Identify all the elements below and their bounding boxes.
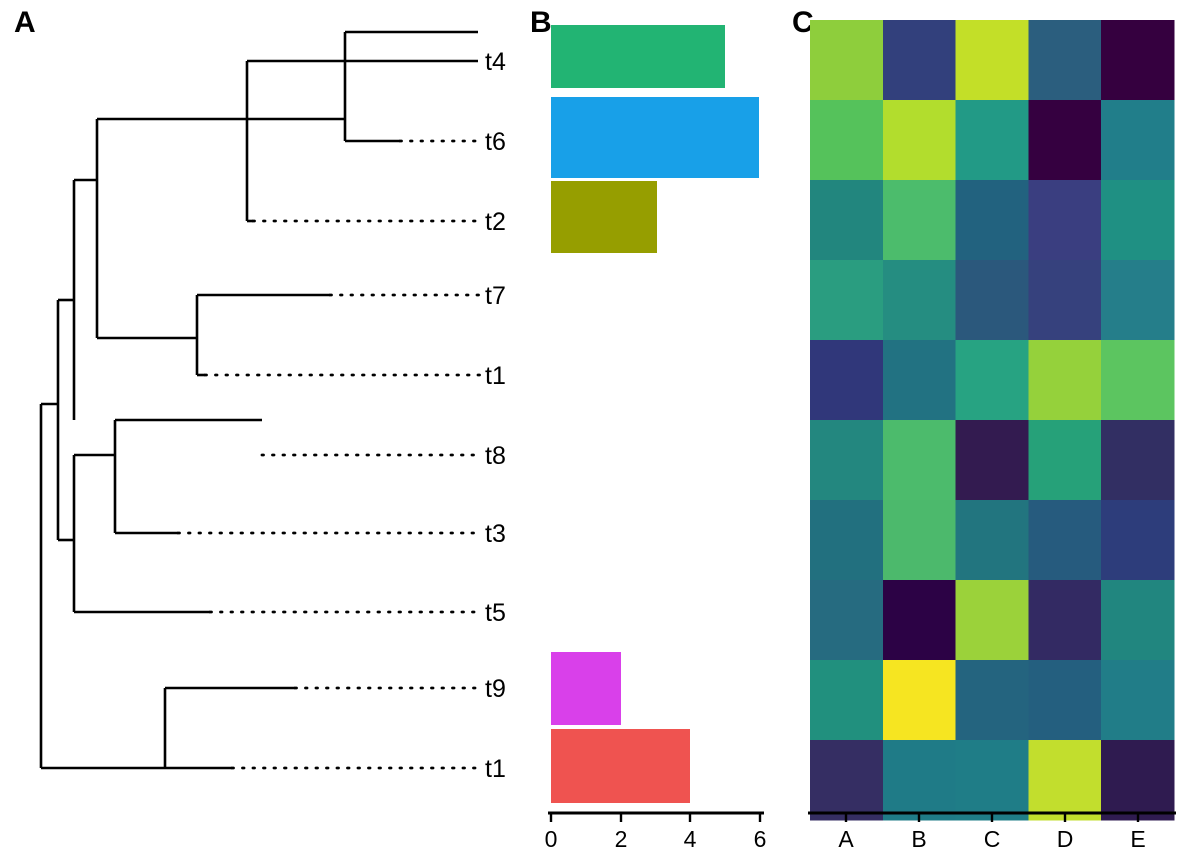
tip-label-6: t3	[485, 520, 506, 548]
heatmap-xtick-label-E: E	[1130, 826, 1145, 852]
heatmap-cell-r8-c1	[882, 660, 957, 741]
heatmap-cell-r2-c2	[955, 180, 1029, 261]
heatmap-cell-r8-c2	[955, 660, 1029, 741]
heatmap-cell-r5-c4	[1101, 420, 1175, 501]
bar-xtick-label-1: 2	[615, 826, 628, 852]
heatmap-cell-r8-c3	[1028, 660, 1102, 741]
tip-label-4: t1	[485, 362, 506, 390]
heatmap-cell-r7-c2	[955, 580, 1029, 661]
heatmap-grid	[810, 20, 1175, 821]
heatmap-cell-r7-c0	[810, 580, 884, 661]
heatmap-cell-r1-c1	[882, 100, 957, 181]
tree-tip-labels: t4 t6 t2 t7 t1 t8 t3 t5 t9 t1	[485, 48, 506, 783]
heatmap-cell-r4-c1	[882, 340, 957, 421]
heatmap-cell-r6-c4	[1101, 500, 1175, 581]
heatmap-cell-r4-c2	[955, 340, 1029, 421]
heatmap-cell-r0-c3	[1028, 20, 1102, 101]
heatmap-cell-r5-c2	[955, 420, 1029, 501]
heatmap-xtick-label-A: A	[838, 826, 854, 852]
heatmap-cell-r9-c2	[955, 740, 1029, 821]
heatmap-cell-r1-c2	[955, 100, 1029, 181]
bar-t6-1	[551, 97, 759, 178]
heatmap-cell-r1-c0	[810, 100, 884, 181]
bar-xtick-label-3: 6	[754, 826, 767, 852]
heatmap-cell-r6-c2	[955, 500, 1029, 581]
heatmap-cell-r9-c1	[882, 740, 957, 821]
heatmap-cell-r1-c3	[1028, 100, 1102, 181]
heatmap-xtick-label-B: B	[911, 826, 926, 852]
bar-series	[551, 25, 759, 803]
heatmap-cell-r3-c1	[882, 260, 957, 341]
heatmap-cell-r5-c0	[810, 420, 884, 501]
panel-c-letter: C	[792, 6, 814, 39]
heatmap-cell-r6-c1	[882, 500, 957, 581]
bar-t2-2	[551, 181, 657, 253]
bar-t1-4	[551, 729, 690, 803]
tip-label-8: t9	[485, 675, 506, 703]
tree-branches	[39, 30, 478, 770]
heatmap-cell-r3-c4	[1101, 260, 1175, 341]
heatmap-cell-r9-c3	[1028, 740, 1102, 821]
bar-xtick-label-0: 0	[545, 826, 558, 852]
tip-label-2: t2	[485, 208, 506, 236]
heatmap-cell-r6-c0	[810, 500, 884, 581]
heatmap-axis: A B C D E	[808, 811, 1176, 852]
heatmap-cell-r9-c4	[1101, 740, 1175, 821]
heatmap-cell-r7-c4	[1101, 580, 1175, 661]
heatmap-cell-r0-c0	[810, 20, 884, 101]
heatmap-cell-r5-c3	[1028, 420, 1102, 501]
bar-t4-0	[551, 25, 725, 88]
heatmap-cell-r2-c0	[810, 180, 884, 261]
tip-label-9: t1	[485, 755, 506, 783]
heatmap-cell-r2-c1	[882, 180, 957, 261]
heatmap-xtick-label-C: C	[984, 826, 1001, 852]
heatmap-cell-r2-c4	[1101, 180, 1175, 261]
tip-label-3: t7	[485, 282, 506, 310]
heatmap-cell-r0-c4	[1101, 20, 1175, 101]
tip-label-7: t5	[485, 599, 506, 627]
panel-b-letter: B	[530, 6, 552, 39]
heatmap-cell-r2-c3	[1028, 180, 1102, 261]
heatmap-cell-r0-c1	[882, 20, 957, 101]
heatmap-cell-r3-c0	[810, 260, 884, 341]
heatmap-cell-r7-c1	[882, 580, 957, 661]
heatmap-cell-r7-c3	[1028, 580, 1102, 661]
tip-label-0: t4	[485, 48, 506, 76]
heatmap-cell-r3-c3	[1028, 260, 1102, 341]
heatmap-cell-r8-c0	[810, 660, 884, 741]
bar-chart-axis: 0 2 4 6	[545, 811, 767, 852]
tip-label-1: t6	[485, 128, 506, 156]
heatmap-cell-r3-c2	[955, 260, 1029, 341]
tip-label-5: t8	[485, 442, 506, 470]
heatmap-cell-r4-c4	[1101, 340, 1175, 421]
tree-dotted-leads	[176, 139, 482, 770]
heatmap-cell-r4-c0	[810, 340, 884, 421]
bar-xtick-label-2: 4	[684, 826, 697, 852]
heatmap-cell-r4-c3	[1028, 340, 1102, 421]
heatmap-xtick-label-D: D	[1057, 826, 1074, 852]
heatmap-cell-r8-c4	[1101, 660, 1175, 741]
panel-a-letter: A	[14, 6, 36, 39]
heatmap-cell-r0-c2	[955, 20, 1029, 101]
bar-t9-3	[551, 652, 621, 725]
heatmap-cell-r1-c4	[1101, 100, 1175, 181]
heatmap-cell-r6-c3	[1028, 500, 1102, 581]
heatmap-cell-r9-c0	[810, 740, 884, 821]
heatmap-cell-r5-c1	[882, 420, 957, 501]
